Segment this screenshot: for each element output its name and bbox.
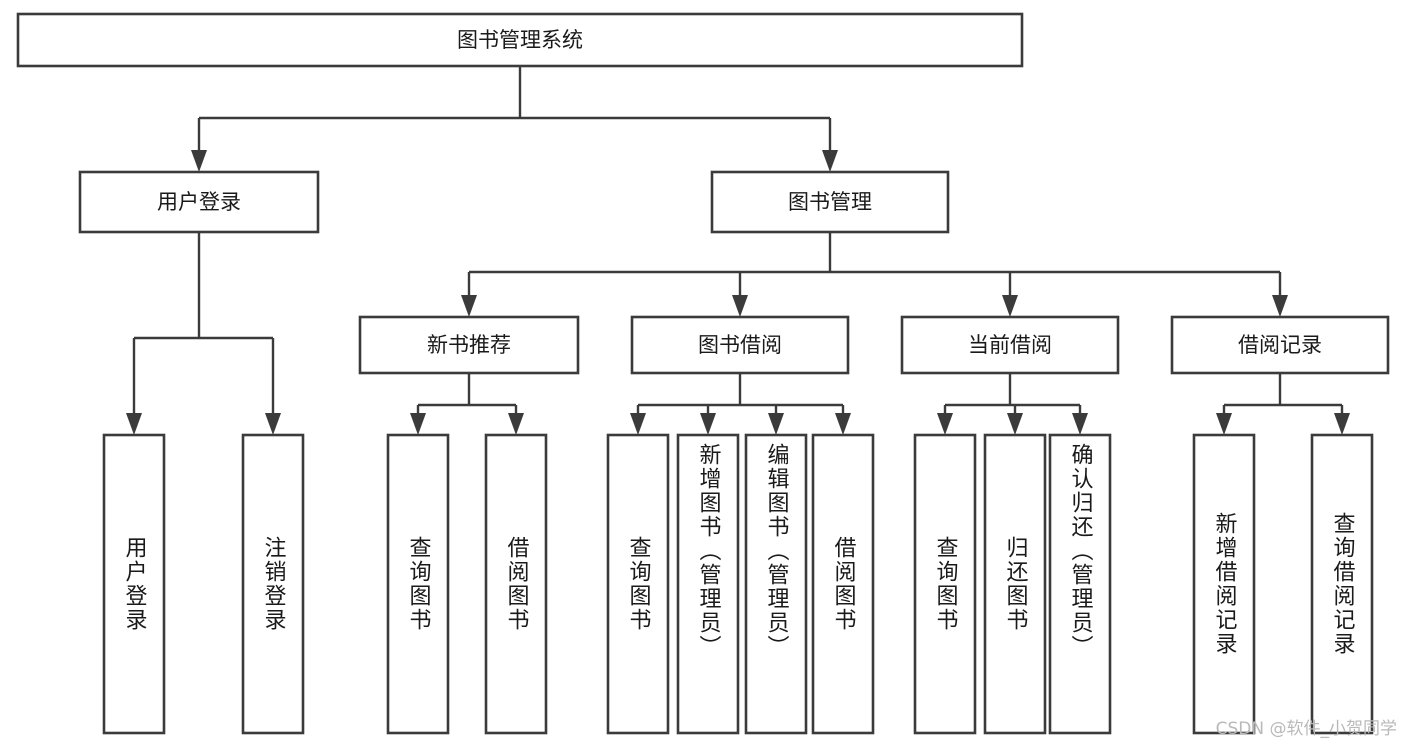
arrow-head-icon xyxy=(700,413,716,435)
node-book-management-label: 图书管理 xyxy=(788,190,872,214)
node-current-borrow-label: 当前借阅 xyxy=(968,333,1052,357)
arrow-head-icon xyxy=(937,413,953,435)
connector-book-borrow-to-leaves xyxy=(630,373,851,435)
connector-borrow-record-to-leaves xyxy=(1216,373,1350,435)
node-borrow-record-rect[interactable] xyxy=(1170,315,1390,375)
connector-current-borrow-to-leaves xyxy=(937,373,1088,435)
node-book-borrow[interactable]: 图书借阅 xyxy=(630,315,850,375)
node-root-rect[interactable] xyxy=(16,12,1024,68)
arrow-head-icon xyxy=(126,413,142,435)
node-borrow-record[interactable]: 借阅记录 xyxy=(1170,315,1390,375)
leaf-rect-query-record[interactable] xyxy=(1310,433,1374,735)
arrow-head-icon xyxy=(1334,413,1350,435)
leaf-rect-add-record[interactable] xyxy=(1192,433,1256,735)
arrow-head-icon xyxy=(822,150,838,172)
leaf-rect-edit-book[interactable] xyxy=(744,433,808,735)
leaf-rect-borrow-book-b[interactable] xyxy=(811,433,875,735)
leaf-rect-user-login[interactable] xyxy=(102,433,166,735)
arrow-head-icon xyxy=(191,150,207,172)
arrow-head-icon xyxy=(835,413,851,435)
node-root[interactable]: 图书管理系统 xyxy=(16,12,1024,68)
leaf-rect-query-book-a[interactable] xyxy=(386,433,450,735)
leaf-rect-query-book-b[interactable] xyxy=(606,433,670,735)
node-new-book-recommend-rect[interactable] xyxy=(358,315,580,375)
arrow-head-icon xyxy=(630,413,646,435)
arrow-head-icon xyxy=(461,295,477,317)
arrow-head-icon xyxy=(1216,413,1232,435)
arrow-head-icon xyxy=(732,295,748,317)
node-borrow-record-label: 借阅记录 xyxy=(1238,333,1322,357)
node-root-label: 图书管理系统 xyxy=(457,28,583,52)
node-book-borrow-rect[interactable] xyxy=(630,315,850,375)
arrow-head-icon xyxy=(508,413,524,435)
leaf-boxes xyxy=(102,433,1374,735)
csdn-watermark: CSDN @软件_小贺同学 xyxy=(1215,719,1397,739)
leaf-rect-confirm-return[interactable] xyxy=(1048,433,1112,735)
arrow-head-icon xyxy=(1072,413,1088,435)
arrow-head-icon xyxy=(768,413,784,435)
arrow-head-icon xyxy=(1272,295,1288,317)
leaf-rect-logout[interactable] xyxy=(241,433,305,735)
node-book-management[interactable]: 图书管理 xyxy=(710,170,950,234)
connector-root-to-level2 xyxy=(191,66,838,172)
node-current-borrow[interactable]: 当前借阅 xyxy=(900,315,1120,375)
connector-user-login-to-leaves xyxy=(126,232,281,435)
leaf-rect-return-book[interactable] xyxy=(983,433,1047,735)
connector-new-book-to-leaves xyxy=(410,373,524,435)
leaf-rect-borrow-book-a[interactable] xyxy=(484,433,548,735)
arrow-head-icon xyxy=(410,413,426,435)
arrow-head-icon xyxy=(1007,413,1023,435)
node-user-login[interactable]: 用户登录 xyxy=(78,170,320,234)
arrow-head-icon xyxy=(1002,295,1018,317)
leaf-rect-add-book[interactable] xyxy=(676,433,740,735)
leaf-rect-query-book-c[interactable] xyxy=(913,433,977,735)
node-user-login-label: 用户登录 xyxy=(157,190,241,214)
node-book-management-rect[interactable] xyxy=(710,170,950,234)
arrow-head-icon xyxy=(265,413,281,435)
node-book-borrow-label: 图书借阅 xyxy=(698,333,782,357)
node-new-book-recommend[interactable]: 新书推荐 xyxy=(358,315,580,375)
node-user-login-rect[interactable] xyxy=(78,170,320,234)
node-new-book-recommend-label: 新书推荐 xyxy=(427,333,511,357)
node-current-borrow-rect[interactable] xyxy=(900,315,1120,375)
connector-book-mgmt-to-categories xyxy=(461,232,1288,317)
